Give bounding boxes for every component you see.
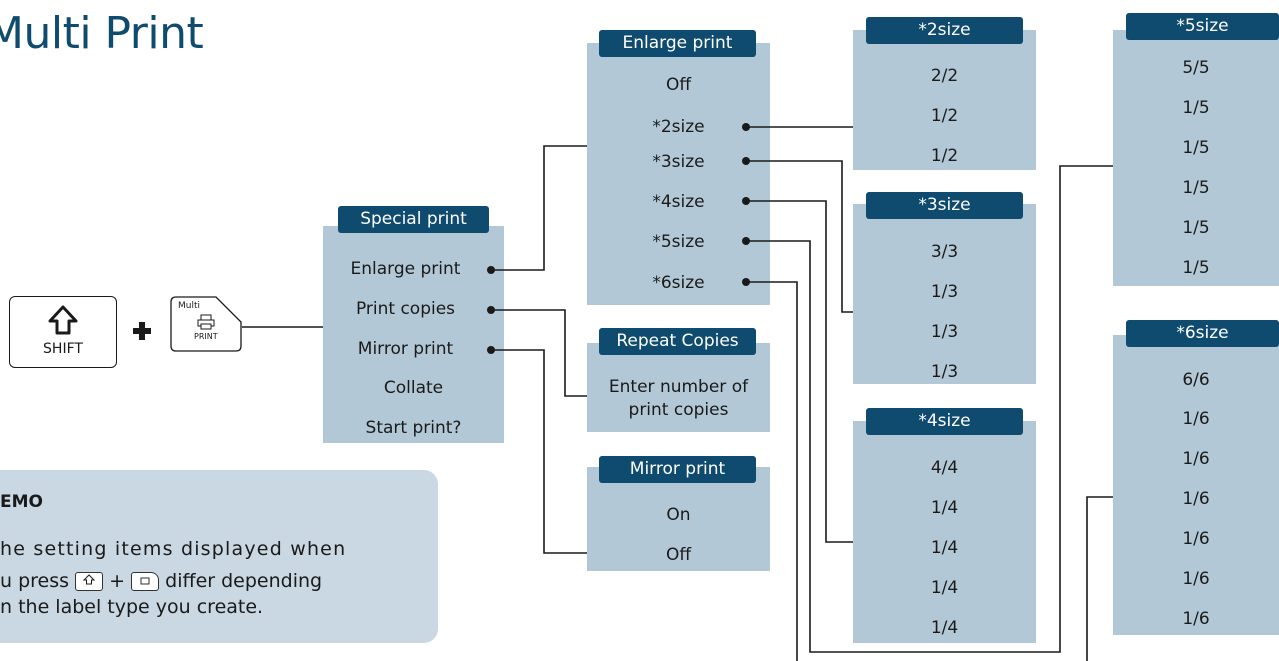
- memo-plus: +: [109, 570, 126, 592]
- plus-icon: [133, 322, 151, 340]
- enlarge-print-panel: [587, 43, 770, 305]
- size6-item: 6/6: [1182, 370, 1210, 390]
- memo-line-1: he setting items displayed when: [0, 538, 347, 560]
- memo-line-3: n the label type you create.: [0, 596, 264, 618]
- size5-panel: [1113, 30, 1279, 286]
- enlarge-item-2size: *2size: [652, 117, 705, 137]
- size2-panel: [853, 30, 1036, 170]
- print-key-mini-icon: [131, 572, 160, 591]
- special-item-enlarge: Enlarge print: [350, 259, 461, 279]
- mirror-print-panel: [587, 467, 770, 571]
- size5-item: 1/5: [1182, 98, 1210, 118]
- repeat-copies-line2: print copies: [628, 400, 729, 420]
- size6-panel: [1113, 335, 1279, 635]
- multi-print-key: Multi PRINT: [170, 296, 242, 352]
- special-item-copies: Print copies: [355, 299, 456, 319]
- size5-item: 1/5: [1182, 218, 1210, 238]
- size2-item: 1/2: [930, 106, 959, 126]
- enlarge-item-5size: *5size: [652, 232, 705, 252]
- size4-item: 4/4: [930, 458, 959, 478]
- memo-box: EMO he setting items displayed when u pr…: [0, 470, 438, 643]
- enlarge-print-header: Enlarge print: [599, 30, 756, 57]
- size5-item: 1/5: [1182, 178, 1210, 198]
- mirror-print-header: Mirror print: [599, 456, 756, 483]
- special-item-start: Start print?: [365, 418, 462, 438]
- size6-item: 1/6: [1182, 609, 1210, 629]
- multi-key-label: Multi: [178, 301, 200, 311]
- special-item-mirror: Mirror print: [357, 339, 454, 359]
- print-key-label: PRINT: [194, 332, 218, 341]
- enlarge-item-6size: *6size: [652, 273, 705, 293]
- size5-item: 1/5: [1182, 138, 1210, 158]
- special-item-collate: Collate: [383, 378, 444, 398]
- special-print-panel: [323, 226, 504, 443]
- size4-panel: [853, 421, 1036, 643]
- size3-panel: [853, 204, 1036, 384]
- size6-item: 1/6: [1182, 489, 1210, 509]
- size3-item: 1/3: [930, 282, 959, 302]
- memo-line-2-end: differ depending: [165, 570, 323, 592]
- repeat-copies-line1: Enter number of: [608, 377, 749, 397]
- enlarge-item-off: Off: [665, 75, 692, 95]
- page-title: Multi Print: [0, 8, 204, 59]
- shift-arrow-icon: [48, 305, 78, 335]
- size2-header: *2size: [866, 17, 1023, 44]
- memo-title: EMO: [0, 492, 43, 512]
- memo-line-2: u press + differ depending: [0, 570, 322, 592]
- size5-header: *5size: [1126, 13, 1279, 40]
- size4-item: 1/4: [930, 498, 959, 518]
- printer-icon: [197, 314, 215, 330]
- enlarge-item-4size: *4size: [652, 192, 705, 212]
- shift-key: SHIFT: [9, 296, 117, 368]
- size3-item: 1/3: [930, 322, 959, 342]
- size3-header: *3size: [866, 192, 1023, 219]
- size3-item: 3/3: [930, 242, 959, 262]
- shift-key-label: SHIFT: [43, 341, 83, 357]
- size6-item: 1/6: [1182, 409, 1210, 429]
- repeat-copies-panel: [587, 343, 770, 432]
- size6-item: 1/6: [1182, 569, 1210, 589]
- mirror-item-off: Off: [665, 545, 692, 565]
- size4-item: 1/4: [930, 538, 959, 558]
- size6-item: 1/6: [1182, 449, 1210, 469]
- size4-item: 1/4: [930, 578, 959, 598]
- size3-item: 1/3: [930, 362, 959, 382]
- enlarge-item-3size: *3size: [652, 152, 705, 172]
- size6-item: 1/6: [1182, 529, 1210, 549]
- size2-item: 1/2: [930, 146, 959, 166]
- size5-item: 5/5: [1182, 58, 1210, 78]
- special-print-header: Special print: [338, 206, 489, 233]
- size6-header: *6size: [1126, 320, 1279, 347]
- repeat-copies-header: Repeat Copies: [599, 328, 756, 355]
- size5-item: 1/5: [1182, 258, 1210, 278]
- mirror-item-on: On: [666, 505, 691, 525]
- shift-key-mini-icon: [75, 572, 104, 591]
- size2-item: 2/2: [930, 66, 959, 86]
- memo-line-2-start: u press: [0, 570, 70, 592]
- size4-item: 1/4: [930, 618, 959, 638]
- size4-header: *4size: [866, 408, 1023, 435]
